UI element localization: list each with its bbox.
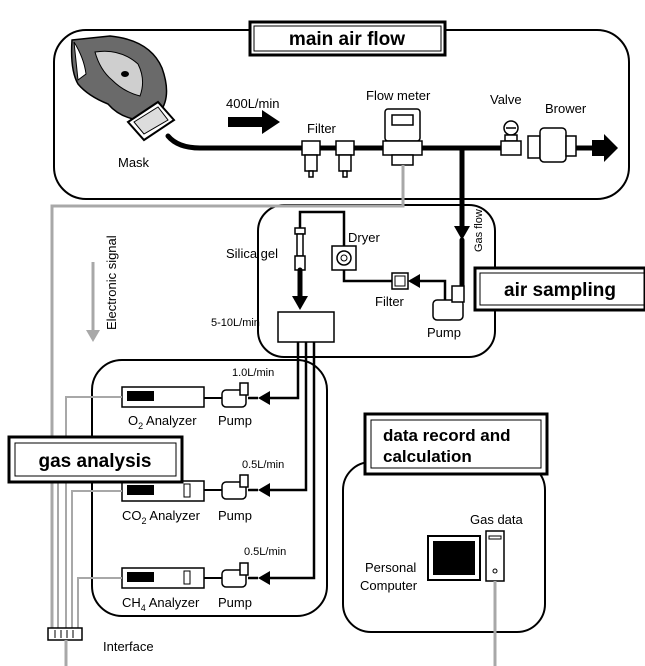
co2-line — [268, 342, 308, 492]
co2-analyzer-icon — [121, 480, 205, 502]
blower-icon — [527, 127, 577, 163]
svg-text:air sampling: air sampling — [504, 280, 616, 301]
ch4-rate: 0.5L/min — [244, 546, 286, 558]
o2-pump-icon — [221, 382, 249, 408]
o2-analyzer-icon — [121, 386, 205, 408]
gas-flow-label: Gas flow — [473, 209, 485, 252]
exhaust-arrow-icon — [592, 134, 618, 162]
main-air-flow-title: main air flow — [248, 20, 447, 57]
sampling-filter-label: Filter — [375, 294, 405, 309]
main-air-tube — [165, 133, 518, 151]
co2-rate: 0.5L/min — [242, 459, 284, 471]
ch4-line — [268, 342, 316, 580]
valve-label: Valve — [490, 92, 522, 107]
main-flow-arrow-icon — [228, 110, 280, 134]
silica-gel-icon — [294, 227, 306, 271]
air-sampling-title: air sampling — [473, 266, 645, 312]
ch4-analyzer-icon — [121, 567, 205, 589]
o2-signal-line — [65, 396, 122, 628]
main-flow-rate: 400L/min — [226, 96, 279, 111]
sampling-rate: 5-10L/min — [211, 317, 260, 329]
o2-analyzer-label: O2 Analyzer — [128, 413, 197, 431]
blower-label: Brower — [545, 101, 587, 116]
filter-icon — [301, 140, 355, 178]
dryer-icon — [331, 245, 357, 271]
svg-text:main air flow: main air flow — [289, 29, 405, 50]
sampling-pump-label: Pump — [427, 325, 461, 340]
interface-label: Interface — [103, 639, 154, 654]
o2-line — [268, 342, 300, 400]
mask-icon — [126, 100, 176, 142]
pump-to-filter-tube — [410, 279, 447, 300]
silica-gel-label: Silica gel — [226, 246, 278, 261]
pc-label-line1: Personal — [365, 560, 416, 575]
pc-label-line2: Computer — [360, 578, 418, 593]
ch4-pump-icon — [221, 562, 249, 588]
ch4-pump-label: Pump — [218, 595, 252, 610]
co2-pump-label: Pump — [218, 508, 252, 523]
dryer-to-silica-tube — [298, 210, 346, 246]
flow-meter-icon — [382, 108, 423, 166]
gas-analysis-title: gas analysis — [7, 435, 184, 484]
data-record-title: data record and calculation — [363, 412, 549, 476]
svg-text:data record and: data record and — [383, 426, 511, 445]
sampling-filter-icon — [391, 272, 409, 290]
manifold-box — [277, 311, 335, 343]
interface-icon — [47, 627, 83, 641]
filter-label: Filter — [307, 121, 337, 136]
ch4-signal-line — [77, 577, 122, 628]
co2-signal-line — [71, 490, 122, 628]
o2-pump-label: Pump — [218, 413, 252, 428]
flow-meter-label: Flow meter — [366, 88, 431, 103]
sampling-pump-icon — [432, 285, 465, 321]
computer-tower-icon — [485, 530, 505, 582]
gas-data-label: Gas data — [470, 512, 524, 527]
valve-icon — [500, 120, 522, 156]
flow-meter-signal-line — [50, 165, 405, 628]
gas-analysis-box — [91, 359, 328, 617]
electronic-signal-label: Electronic signal — [104, 235, 119, 330]
svg-text:gas analysis: gas analysis — [38, 451, 151, 472]
co2-pump-icon — [221, 474, 249, 500]
co2-analyzer-label: CO2 Analyzer — [122, 508, 201, 526]
dryer-label: Dryer — [348, 230, 380, 245]
cow-head-icon — [70, 35, 168, 121]
ch4-analyzer-label: CH4 Analyzer — [122, 595, 200, 613]
mask-label: Mask — [118, 155, 150, 170]
o2-rate: 1.0L/min — [232, 367, 274, 379]
svg-text:calculation: calculation — [383, 447, 472, 466]
computer-monitor-icon — [427, 535, 481, 581]
